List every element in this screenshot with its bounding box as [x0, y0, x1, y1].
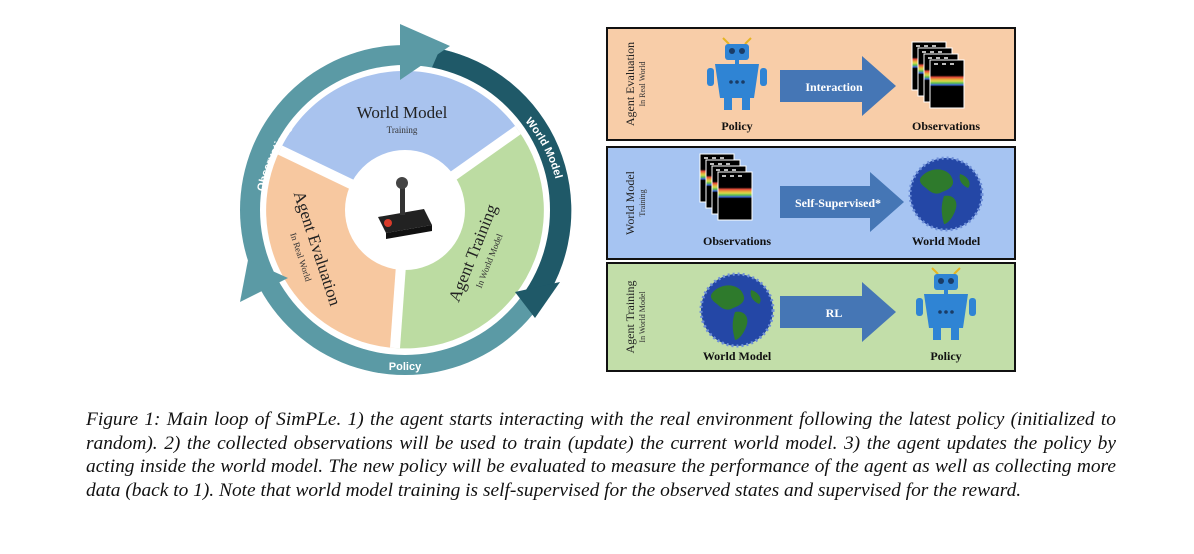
ring-arrow-right-head: [515, 282, 560, 318]
panel1-arrow-label: Interaction: [805, 80, 863, 94]
joystick-icon: [378, 177, 432, 239]
panel2-side-sub: Training: [638, 189, 647, 216]
panel3-arrow-label: RL: [826, 306, 843, 320]
panel3-left-label: World Model: [703, 349, 772, 363]
agent-training-section: [395, 130, 544, 349]
panel2-arrow-label: Self-Supervised*: [795, 196, 881, 210]
panel1-side-sub: In Real World: [638, 62, 647, 107]
ring-arrow-top-head: [400, 24, 450, 80]
panel1-right-label: Observations: [912, 119, 980, 133]
ring-dark-segment: [430, 49, 572, 300]
globe-icon: [908, 156, 984, 232]
panel2-right-label: World Model: [912, 234, 981, 248]
figure-caption: Figure 1: Main loop of SimPLe. 1) the ag…: [86, 409, 1116, 501]
cycle-diagram: World Model Training Agent Evaluation In…: [240, 24, 572, 375]
ring-arrow-left-head: [240, 260, 288, 302]
panel3-arrow: [780, 282, 896, 342]
panel-world-model-training: World Model Training Observations Self-S…: [606, 146, 1016, 260]
panel1-arrow: [780, 56, 896, 116]
simple-loop-figure: World Model Training Agent Evaluation In…: [240, 24, 1016, 375]
globe-icon: [699, 272, 775, 348]
panel1-side-title: Agent Evaluation: [623, 42, 637, 126]
panel3-side-title: Agent Training: [623, 280, 637, 353]
ring-label-policy: Policy: [389, 361, 422, 373]
panel-agent-evaluation: Agent Evaluation In Real World Policy In…: [606, 27, 1016, 141]
panel3-right-label: Policy: [930, 349, 961, 363]
panel2-side-title: World Model: [623, 170, 637, 235]
cycle-world-model-sub: Training: [387, 125, 418, 135]
panel1-left-label: Policy: [721, 119, 752, 133]
cycle-world-model-title: World Model: [357, 103, 448, 122]
panel3-side-sub: In World Model: [638, 291, 647, 343]
panel2-arrow: [780, 172, 904, 232]
panel-agent-training: Agent Training In World Model World Mode…: [606, 262, 1016, 372]
panel2-left-label: Observations: [703, 234, 771, 248]
